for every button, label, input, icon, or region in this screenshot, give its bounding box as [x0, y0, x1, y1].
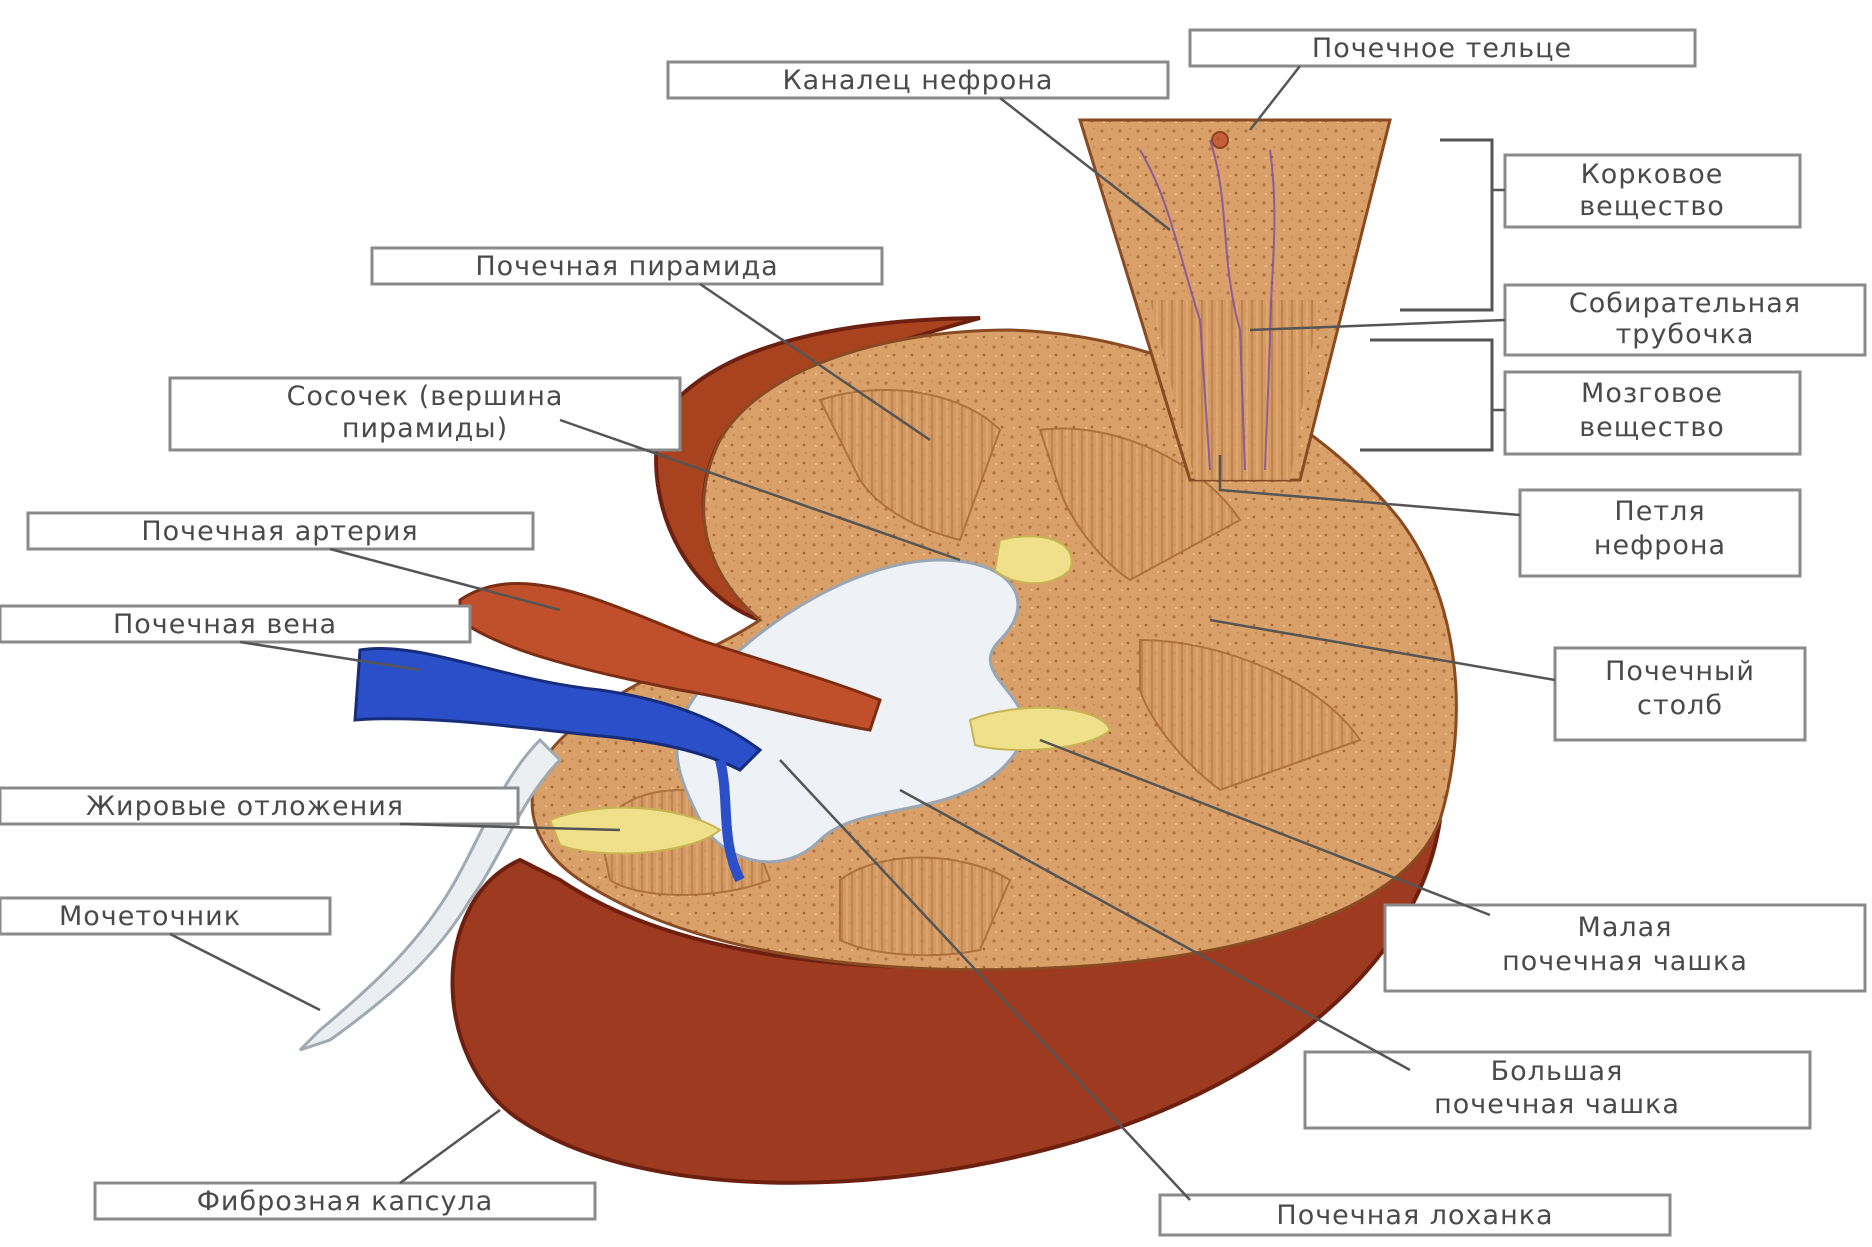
- label-renal-vein: Почечная вена: [113, 609, 337, 640]
- label-renal-column-2: столб: [1637, 690, 1723, 721]
- label-renal-column-1: Почечный: [1605, 656, 1755, 687]
- label-nephron-loop-2: нефрона: [1594, 530, 1726, 561]
- label-papilla-1: Сосочек (вершина: [287, 381, 564, 412]
- label-major-calyx-2: почечная чашка: [1434, 1089, 1680, 1120]
- label-fat-deposits: Жировые отложения: [86, 791, 404, 822]
- label-renal-corpuscle: Почечное тельце: [1312, 33, 1572, 64]
- label-minor-calyx-1: Малая: [1578, 912, 1673, 943]
- label-renal-pelvis: Почечная лоханка: [1276, 1200, 1553, 1231]
- label-fibrous-capsule: Фиброзная капсула: [197, 1186, 494, 1217]
- label-renal-pyramid: Почечная пирамида: [475, 251, 778, 282]
- label-papilla-2: пирамиды): [342, 413, 508, 444]
- label-major-calyx-1: Большая: [1491, 1056, 1624, 1087]
- label-ureter: Мочеточник: [59, 901, 241, 932]
- label-nephron-tubule: Каналец нефрона: [783, 65, 1054, 96]
- label-medulla-2: вещество: [1579, 412, 1725, 443]
- label-cortex-1: Корковое: [1581, 159, 1724, 190]
- label-medulla-1: Мозговое: [1581, 378, 1723, 409]
- fat-deposit-1: [995, 536, 1072, 583]
- label-minor-calyx-2: почечная чашка: [1502, 946, 1748, 977]
- label-nephron-loop-1: Петля: [1614, 496, 1705, 527]
- label-renal-artery: Почечная артерия: [141, 516, 418, 547]
- label-cortex-2: вещество: [1579, 191, 1725, 222]
- label-collecting-tube-1: Собирательная: [1569, 288, 1801, 319]
- label-collecting-tube-2: трубочка: [1616, 319, 1755, 350]
